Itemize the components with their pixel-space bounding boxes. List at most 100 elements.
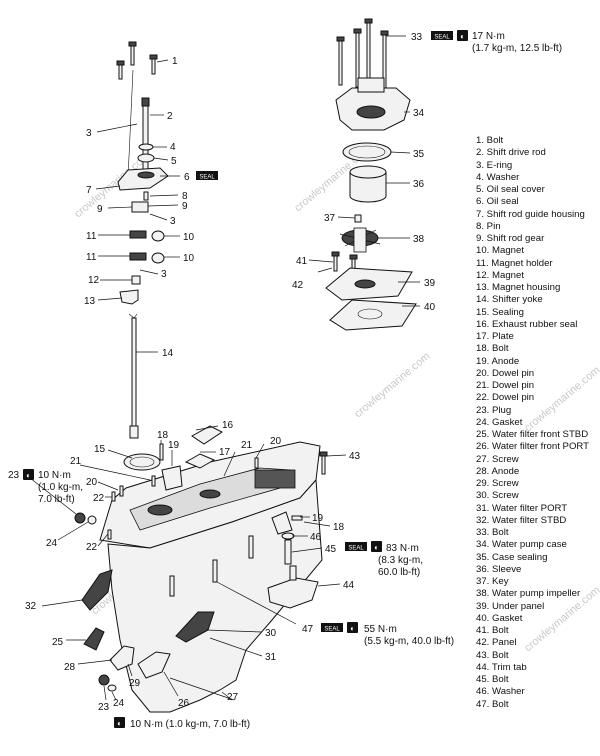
callout-20b: 20 xyxy=(270,436,282,447)
legend-item: 40. Gasket xyxy=(476,612,523,624)
callout-22b: 22 xyxy=(86,542,98,553)
plug-23b xyxy=(98,674,110,686)
legend-item: 24. Gasket xyxy=(476,416,523,428)
callout-40: 40 xyxy=(424,302,436,313)
legend-item: 5. Oil seal cover xyxy=(476,184,545,195)
callout-26: 26 xyxy=(178,698,190,709)
guide-housing-bore xyxy=(137,171,155,179)
callout-4: 4 xyxy=(170,142,176,153)
torque-spec-47: SEAL ◐ 55 N·m (5.5 kg-m, 40.0 lb-ft) xyxy=(321,622,454,647)
callout-36: 36 xyxy=(413,179,425,190)
legend-item: 39. Under panel xyxy=(476,600,545,612)
callout-7: 7 xyxy=(86,185,92,196)
legend-item: 30. Screw xyxy=(476,490,519,502)
callout-21a: 21 xyxy=(70,456,82,467)
torque-wrench-icon xyxy=(457,30,468,41)
callout-28: 28 xyxy=(64,662,76,673)
torque-45-line3: 60.0 lb-ft) xyxy=(378,567,420,578)
bolt-43-shape xyxy=(321,455,326,475)
callout-22a: 22 xyxy=(93,493,105,504)
torque-spec-bottom: ◐ 10 N·m (1.0 kg-m, 7.0 lb-ft) xyxy=(114,717,250,730)
bolt-1b-head xyxy=(149,54,158,60)
callout-17: 17 xyxy=(219,447,231,458)
svg-text:◐: ◐ xyxy=(26,471,31,480)
magnet-12-shape xyxy=(131,275,141,285)
legend-item: 14. Shifter yoke xyxy=(476,294,543,306)
callout-18b: 18 xyxy=(333,522,345,533)
torque-33-value: 17 N·m xyxy=(472,31,505,42)
callout-32: 32 xyxy=(25,601,37,612)
callout-20a: 20 xyxy=(86,477,98,488)
shifter-yoke-shape xyxy=(131,317,137,429)
callout-38: 38 xyxy=(413,234,425,245)
callout-13: 13 xyxy=(84,296,96,307)
water-filter-stbd-shape xyxy=(81,569,113,611)
watermark-3: crowleymarine.com xyxy=(352,350,432,420)
legend-item: 36. Sleeve xyxy=(476,563,522,575)
guide-rod-line xyxy=(127,69,134,179)
callout-14: 14 xyxy=(162,348,174,359)
callout-44: 44 xyxy=(343,580,355,591)
bolt-45-shape xyxy=(284,539,292,565)
legend-item: 27. Screw xyxy=(476,453,519,465)
anode-28-shape xyxy=(109,645,135,671)
callout-12: 12 xyxy=(88,275,100,286)
legend-item: 29. Screw xyxy=(476,478,519,489)
torque-spec-23: 23 ◐ 10 N·m (1.0 kg-m, 7.0 lb-ft) xyxy=(8,469,83,505)
legend-item: 3. E-ring xyxy=(476,159,513,171)
legend-item: 1. Bolt xyxy=(476,135,504,146)
bolt-1a-shape xyxy=(130,44,135,66)
water-filter-port-shape xyxy=(175,611,215,643)
sleeve-shape xyxy=(349,171,387,203)
deck-grille xyxy=(254,469,296,489)
water-filter-front-port-shape xyxy=(137,651,171,679)
bolt-18a-shape xyxy=(159,443,164,461)
callout-5: 5 xyxy=(171,156,177,167)
shift-drive-rod-top xyxy=(141,97,150,107)
oil-seal-cover-shape xyxy=(137,153,155,163)
callout-9b: 9 xyxy=(182,201,188,212)
callout-numbers: 1 2 3 4 5 6 SEAL 7 8 9 9 3 11 10 11 10 3… xyxy=(25,32,436,713)
bolt-1b-shape xyxy=(151,57,156,75)
callout-24a: 24 xyxy=(46,538,58,549)
magnet-holder-b-shape xyxy=(129,252,147,261)
legend-item: 26. Water filter front PORT xyxy=(476,441,590,453)
legend-item: 41. Bolt xyxy=(476,625,509,636)
magnet-housing-shape xyxy=(119,289,139,305)
pin-shape xyxy=(143,191,149,201)
bolt-33a xyxy=(338,39,343,86)
legend-item: 16. Exhaust rubber seal xyxy=(476,318,578,330)
shift-rod-gear-shape xyxy=(131,201,149,213)
bolt-41 xyxy=(333,254,338,272)
bolt-18b-shape xyxy=(291,515,303,521)
callout-23b: 23 xyxy=(98,702,110,713)
callout-19b: 19 xyxy=(312,513,324,524)
callout-21b: 21 xyxy=(241,440,253,451)
callout-46: 46 xyxy=(310,532,322,543)
bolt-1a-head xyxy=(128,41,137,47)
callout-42: 42 xyxy=(292,280,304,291)
callout-39: 39 xyxy=(424,278,436,289)
legend-item: 31. Water filter PORT xyxy=(476,502,568,514)
torque-spec-45: SEAL ◐ 83 N·m (8.3 kg-m, 60.0 lb-ft) xyxy=(345,541,423,578)
torque-wrench-icon xyxy=(114,717,125,728)
legend-item: 10. Magnet xyxy=(476,245,525,257)
callout-45: 45 xyxy=(325,544,337,555)
sealant-badge-45: SEAL xyxy=(348,546,364,552)
legend-item: 22. Dowel pin xyxy=(476,392,535,404)
callout-25: 25 xyxy=(52,637,64,648)
torque-wrench-icon xyxy=(371,541,382,552)
callout-15: 15 xyxy=(94,444,106,455)
callout-47: 47 xyxy=(302,624,314,635)
anode-19b-shape xyxy=(271,511,293,535)
legend-item: 6. Oil seal xyxy=(476,196,519,208)
legend-item: 17. Plate xyxy=(476,331,514,342)
legend-item: 32. Water filter STBD xyxy=(476,514,567,526)
callout-37: 37 xyxy=(324,213,336,224)
magnet-a-shape xyxy=(151,230,165,242)
torque-23-line3: 7.0 lb-ft) xyxy=(38,494,75,505)
legend-item: 19. Anode xyxy=(476,355,520,367)
legend-item: 46. Washer xyxy=(476,686,525,698)
